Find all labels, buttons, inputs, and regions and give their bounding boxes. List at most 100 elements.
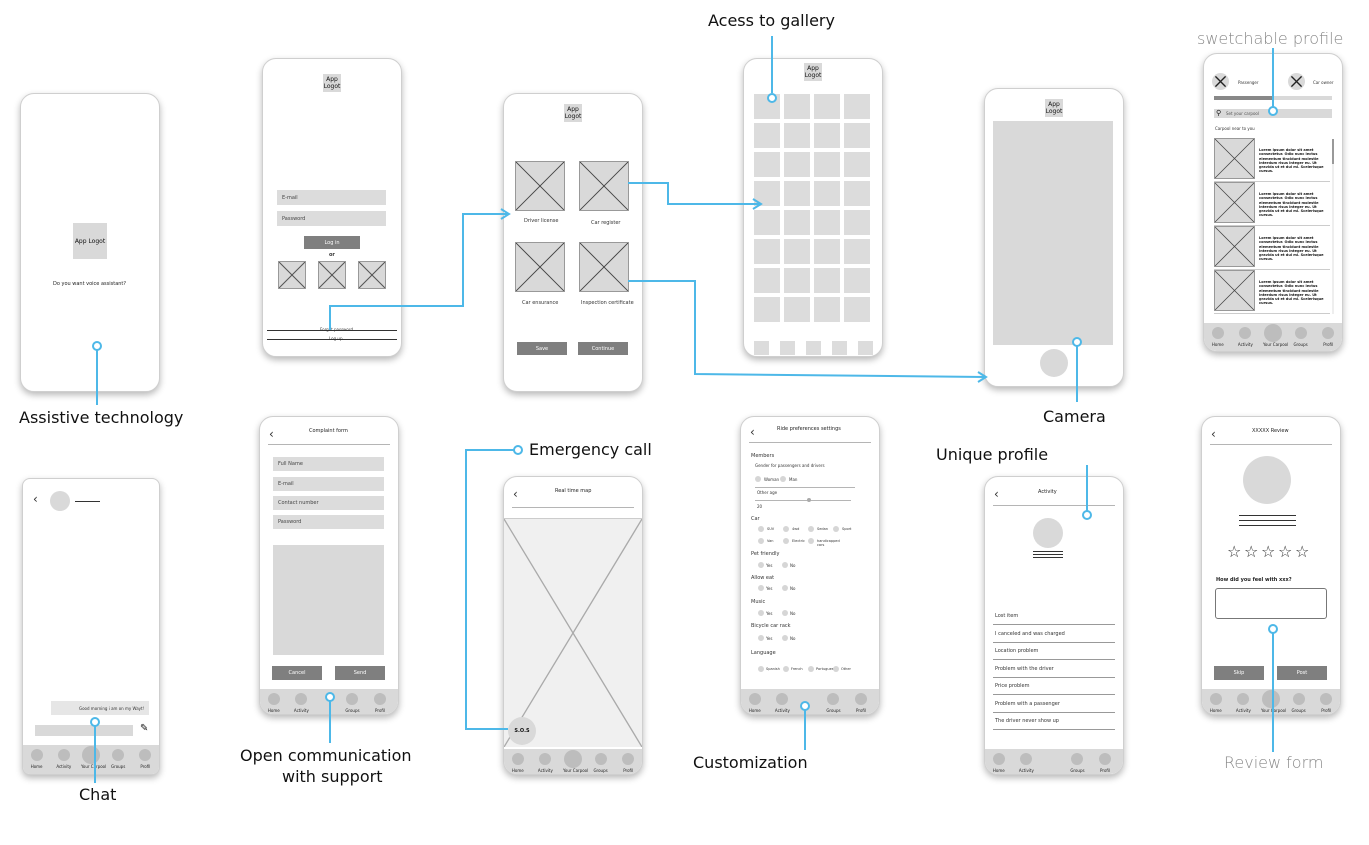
gallery-photo[interactable]	[784, 239, 810, 264]
nav-your-carpool-label[interactable]: Your Carpool	[563, 768, 589, 773]
gallery-thumbnail[interactable]	[832, 341, 847, 355]
gallery-photo[interactable]	[754, 297, 780, 322]
gallery-thumbnail[interactable]	[806, 341, 821, 355]
complaint-message-area[interactable]	[273, 545, 384, 655]
nav-groups-label[interactable]: Groups	[345, 708, 360, 713]
car-register-upload[interactable]	[579, 161, 629, 211]
carpool-photo[interactable]	[1214, 182, 1255, 223]
nav-groups-icon[interactable]	[827, 693, 840, 705]
nav-groups-label[interactable]: Groups	[1291, 708, 1306, 713]
back-icon[interactable]: ‹	[513, 487, 518, 501]
passenger-label[interactable]: Passenger	[1238, 80, 1259, 85]
radio-language-spanish[interactable]	[758, 666, 764, 672]
gallery-photo[interactable]	[754, 239, 780, 264]
radio-car-sport[interactable]	[833, 526, 839, 532]
carpool-photo[interactable]	[1214, 226, 1255, 267]
social-login-1[interactable]	[278, 261, 306, 289]
gallery-photo[interactable]	[784, 152, 810, 177]
nav-home-icon[interactable]	[1211, 327, 1224, 339]
back-icon[interactable]: ‹	[33, 492, 38, 506]
nav-profil-icon[interactable]	[374, 693, 387, 705]
gallery-photo[interactable]	[754, 152, 780, 177]
nav-groups-label[interactable]: Groups	[111, 764, 126, 769]
skip-button[interactable]: Skip	[1214, 666, 1264, 680]
nav-activity-icon[interactable]	[776, 693, 789, 705]
nav-home-icon[interactable]	[30, 749, 43, 761]
gallery-photo[interactable]	[784, 210, 810, 235]
radio-car-handicapped-cars[interactable]	[808, 538, 814, 544]
gallery-photo[interactable]	[814, 181, 840, 206]
forgot-password-link[interactable]: Forgot password	[320, 327, 353, 332]
save-button[interactable]: Save	[517, 342, 567, 355]
nav-activity-icon[interactable]	[57, 749, 70, 761]
car-owner-avatar-icon[interactable]	[1288, 73, 1305, 90]
nav-profil-label[interactable]: Profil	[1100, 768, 1111, 773]
nav-profil-icon[interactable]	[139, 749, 152, 761]
nav-activity-label[interactable]: Activity	[774, 708, 790, 713]
star-icon[interactable]: ☆	[1227, 542, 1242, 561]
back-icon[interactable]: ‹	[269, 427, 274, 441]
car-owner-label[interactable]: Car owner	[1313, 80, 1334, 85]
login-button[interactable]: Log in	[304, 236, 360, 249]
nav-your-carpool-icon[interactable]	[1264, 324, 1282, 342]
radio-car-sedan[interactable]	[808, 526, 814, 532]
nav-groups-label[interactable]: Groups	[593, 768, 608, 773]
nav-home-label[interactable]: Home	[1211, 342, 1224, 347]
nav-home-icon[interactable]	[992, 753, 1005, 765]
radio-car-4wd[interactable]	[783, 526, 789, 532]
nav-home-label[interactable]: Home	[511, 768, 524, 773]
radio-eat-yes[interactable]	[758, 585, 764, 591]
issue-item[interactable]: Problem with the driver	[995, 665, 1054, 672]
nav-groups-icon[interactable]	[1292, 693, 1305, 705]
gallery-photo[interactable]	[844, 152, 870, 177]
nav-groups-icon[interactable]	[1071, 753, 1084, 765]
send-button[interactable]: Send	[335, 666, 385, 680]
gallery-photo[interactable]	[814, 152, 840, 177]
radio-man[interactable]	[780, 476, 786, 482]
nav-your-carpool-icon[interactable]	[1262, 690, 1280, 708]
gallery-photo[interactable]	[814, 268, 840, 293]
radio-pet-no[interactable]	[782, 562, 788, 568]
nav-profil-label[interactable]: Profil	[140, 764, 151, 769]
radio-car-van[interactable]	[758, 538, 764, 544]
message-input[interactable]	[35, 725, 133, 736]
star-icon[interactable]: ☆	[1261, 542, 1276, 561]
gallery-thumbnail[interactable]	[780, 341, 795, 355]
nav-activity-icon[interactable]	[1237, 693, 1250, 705]
nav-activity-label[interactable]: Activity	[1018, 768, 1034, 773]
gallery-photo[interactable]	[754, 210, 780, 235]
gallery-photo[interactable]	[844, 181, 870, 206]
nav-activity-icon[interactable]	[539, 753, 552, 765]
full-name-field[interactable]: Full Name	[273, 457, 384, 471]
issue-item[interactable]: The driver never show up	[995, 718, 1059, 724]
nav-profil-label[interactable]: Profil	[623, 768, 634, 773]
nav-home-icon[interactable]	[748, 693, 761, 705]
back-icon[interactable]: ‹	[994, 487, 999, 501]
nav-your-carpool-label[interactable]: Your Carpool	[1261, 708, 1287, 713]
radio-bicycle-yes[interactable]	[758, 635, 764, 641]
nav-activity-label[interactable]: Activity	[56, 764, 72, 769]
password-field[interactable]: Password	[277, 211, 386, 226]
car-insurance-upload[interactable]	[515, 242, 565, 292]
age-slider-track[interactable]	[755, 500, 851, 501]
back-icon[interactable]: ‹	[1211, 427, 1216, 441]
nav-profil-icon[interactable]	[1322, 327, 1335, 339]
nav-activity-label[interactable]: Activity	[1237, 342, 1253, 347]
radio-music-no[interactable]	[782, 610, 788, 616]
nav-your-carpool-icon[interactable]	[564, 750, 582, 768]
nav-activity-label[interactable]: Activity	[537, 768, 553, 773]
shutter-button[interactable]	[1040, 349, 1068, 377]
back-icon[interactable]: ‹	[750, 425, 755, 439]
nav-home-icon[interactable]	[511, 753, 524, 765]
sos-button[interactable]: S.O.S	[508, 717, 536, 745]
nav-activity-icon[interactable]	[295, 693, 308, 705]
radio-car-suv[interactable]	[758, 526, 764, 532]
carpool-photo[interactable]	[1214, 270, 1255, 311]
gallery-photo[interactable]	[754, 123, 780, 148]
password-field[interactable]: Password	[273, 515, 384, 529]
passenger-avatar-icon[interactable]	[1212, 73, 1229, 90]
gallery-photo[interactable]	[814, 297, 840, 322]
nav-groups-icon[interactable]	[594, 753, 607, 765]
gallery-photo[interactable]	[844, 239, 870, 264]
gallery-photo[interactable]	[844, 94, 870, 119]
